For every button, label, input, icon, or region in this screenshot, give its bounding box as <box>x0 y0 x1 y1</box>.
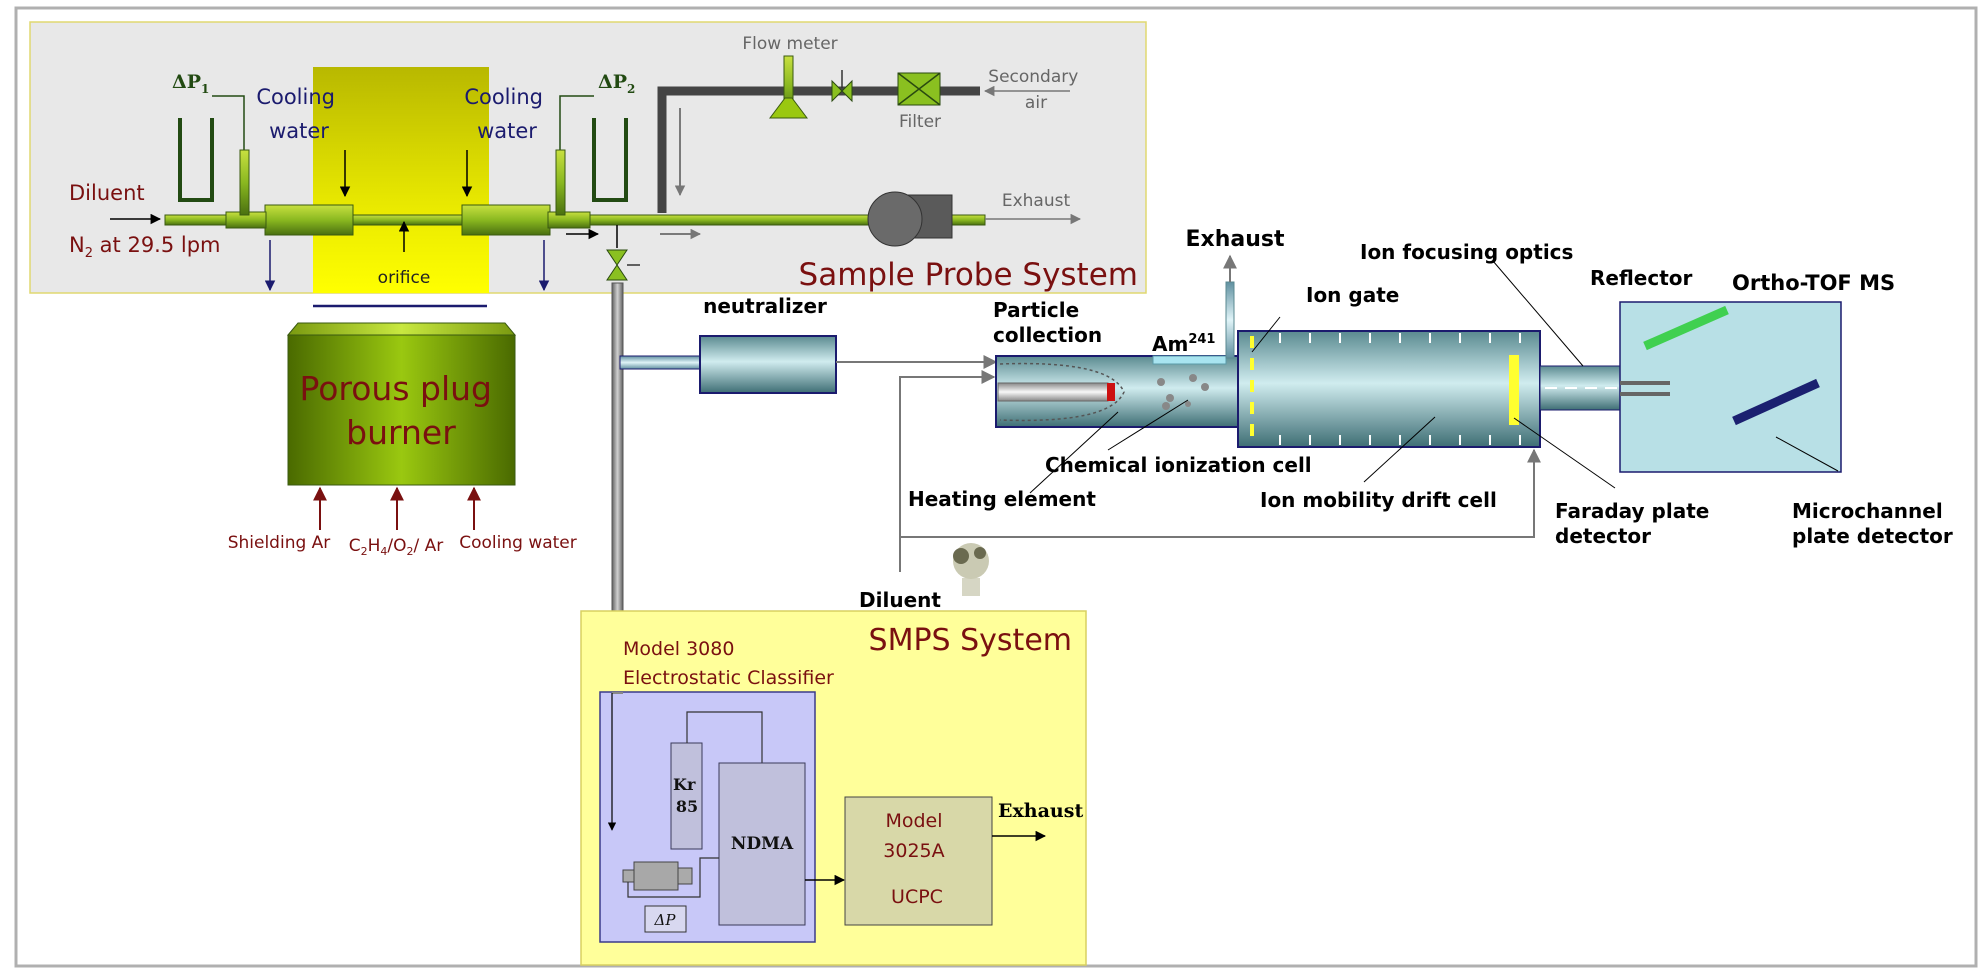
diluent-bottom-line <box>900 448 1541 538</box>
manometer-dp1-tap <box>239 149 250 216</box>
manometer-dp1 <box>178 118 214 202</box>
ion-mobility-drift-cell-label: Ion mobility drift cell <box>1260 488 1497 512</box>
ims-exhaust-label: Exhaust <box>1186 227 1285 252</box>
ion-focusing-optics-label: Ion focusing optics <box>1360 240 1573 264</box>
probe-flange-right <box>547 211 591 229</box>
kr85-label: Kr 85 <box>673 775 701 816</box>
burner-label: Porous plug burner <box>299 369 502 452</box>
microchannel-plate <box>1732 378 1820 426</box>
ndma-column <box>718 762 806 926</box>
ion-particles <box>1157 374 1209 410</box>
chemical-ionization-cell-label: Chemical ionization cell <box>1045 453 1312 477</box>
drift-cell-rings <box>1279 333 1521 445</box>
burner-body <box>287 334 516 486</box>
sample-probe-system: ΔP1 ΔP2 Cooling water Cooling water Dilu… <box>29 21 1147 294</box>
manometer-dp2-link <box>559 95 594 150</box>
secondary-air-label: Secondary air <box>988 67 1083 113</box>
fuel-mix-label: C2H4/O2/ Ar <box>349 536 444 558</box>
page-frame <box>14 6 1978 968</box>
ucpc-exhaust-label: Exhaust <box>998 800 1083 822</box>
ims-exhaust-tube <box>1225 281 1235 359</box>
heating-element <box>1107 383 1115 401</box>
kr85-source <box>670 742 703 850</box>
tof-inlet-plate-2 <box>1620 392 1670 396</box>
neutralizer-label: neutralizer <box>703 294 827 318</box>
sample-line <box>606 249 703 694</box>
leader-lines <box>1029 260 1839 494</box>
am241-label: Am241 <box>1152 332 1215 356</box>
cooling-jacket-right <box>461 204 551 236</box>
manometer-dp1-link <box>212 95 245 150</box>
ucpc-label: Model 3025A UCPC <box>883 810 950 908</box>
filter-cross <box>897 72 941 106</box>
sample-valve-icon <box>606 249 628 281</box>
heating-rod <box>997 382 1109 402</box>
dp-gauge <box>644 905 687 933</box>
ion-mobility-system: neutralizer Diluent Exhaust <box>699 227 1953 612</box>
smps-system: SMPS System Model 3080 Electrostatic Cla… <box>580 610 1087 966</box>
am241-source <box>1152 355 1227 365</box>
orifice-label: orifice <box>378 268 431 288</box>
cooling-jacket-left <box>264 204 354 236</box>
sample-tube-overlay <box>612 692 623 694</box>
diluent-label: Diluent <box>69 181 145 205</box>
microchannel-detector-label: Microchannel plate detector <box>1792 499 1953 548</box>
filter-label: Filter <box>899 112 941 132</box>
burner-cooling-label: Cooling water <box>459 533 577 553</box>
smps-title: SMPS System <box>869 623 1072 658</box>
manometer-dp2 <box>592 118 628 202</box>
reflector-plate <box>1643 305 1729 351</box>
porous-plug-burner: Porous plug burner Shielding Ar C2H4/O2/… <box>228 304 577 558</box>
kr85-link <box>686 711 763 763</box>
cooling-water-label-1: Cooling water <box>256 85 341 143</box>
yellow-heated-zone <box>313 67 489 293</box>
ucpc-counter <box>844 796 993 926</box>
sample-probe-title: Sample Probe System <box>799 257 1138 293</box>
n2-flow-label: N2 at 29.5 lpm <box>69 233 221 261</box>
flow-meter-label: Flow meter <box>742 34 837 54</box>
neutralizer-feed-pipe <box>619 355 703 370</box>
ion-mobility-drift-cell <box>1237 330 1541 448</box>
neutralizer-cylinder <box>699 335 837 394</box>
ims-diluent-label: Diluent <box>859 588 941 612</box>
flow-meter-base <box>769 97 808 119</box>
secondary-air-pipe <box>657 86 980 213</box>
faraday-detector-label: Faraday plate detector <box>1555 499 1716 548</box>
cooling-water-label-2: Cooling water <box>464 85 549 143</box>
dp2-label: ΔP2 <box>598 71 635 96</box>
pump-port-right <box>677 867 693 885</box>
tof-inlet-plate-1 <box>1620 381 1670 385</box>
probe-exhaust-label: Exhaust <box>1002 191 1071 211</box>
pump-loop <box>627 857 719 898</box>
diluent-line <box>899 370 996 572</box>
faraday-plate <box>1509 355 1519 425</box>
exhaust-pump <box>867 191 923 247</box>
probe-panel <box>29 21 1147 294</box>
shielding-ar-label: Shielding Ar <box>228 533 331 553</box>
manometer-dp2-tap <box>555 149 566 216</box>
heating-element-label: Heating element <box>908 487 1096 511</box>
collection-dome <box>999 362 1125 422</box>
ndma-label: NDMA <box>731 834 794 854</box>
ortho-tof-label: Ortho-TOF MS <box>1732 271 1895 295</box>
diluent-cylinder-icon <box>953 543 989 596</box>
classifier-label: Model 3080 Electrostatic Classifier <box>623 638 834 689</box>
dp1-label: ΔP1 <box>172 71 209 96</box>
pump-port-left <box>622 869 635 883</box>
burner-top <box>286 322 517 336</box>
classifier-pump <box>633 861 679 891</box>
ion-gate-label: Ion gate <box>1306 283 1399 307</box>
reflector-label: Reflector <box>1590 266 1693 290</box>
dp-gauge-label: ΔP <box>654 911 677 929</box>
particle-collection-label: Particle collection <box>993 298 1102 347</box>
valve-icon <box>831 79 853 103</box>
